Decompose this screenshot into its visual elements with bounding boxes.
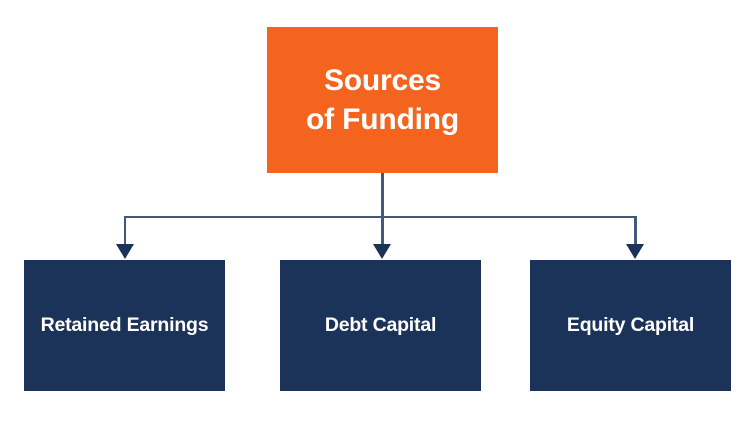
node-label-debt-capital: Debt Capital — [324, 314, 437, 337]
connector-drop-retained-earnings — [123, 216, 126, 245]
node-retained-earnings[interactable]: Retained Earnings — [24, 260, 225, 391]
root-label-group: Sources of Funding — [306, 61, 459, 139]
connector-root-stem — [381, 173, 384, 217]
node-label-retained-earnings: Retained Earnings — [40, 314, 209, 337]
arrowhead-icon-equity-capital — [626, 244, 644, 259]
root-label-line-2: of Funding — [306, 103, 459, 136]
connector-drop-equity-capital — [634, 216, 637, 245]
arrowhead-icon-retained-earnings — [115, 244, 134, 259]
node-debt-capital[interactable]: Debt Capital — [280, 260, 481, 391]
connector-drop-debt-capital — [381, 216, 384, 245]
node-equity-capital[interactable]: Equity Capital — [530, 260, 731, 391]
node-label-equity-capital: Equity Capital — [566, 314, 695, 337]
connector-horizontal-bus — [124, 215, 636, 218]
arrowhead-icon-debt-capital — [373, 244, 391, 259]
root-label-line-1: Sources — [324, 64, 441, 97]
node-sources-of-funding[interactable]: Sources of Funding — [267, 27, 498, 173]
